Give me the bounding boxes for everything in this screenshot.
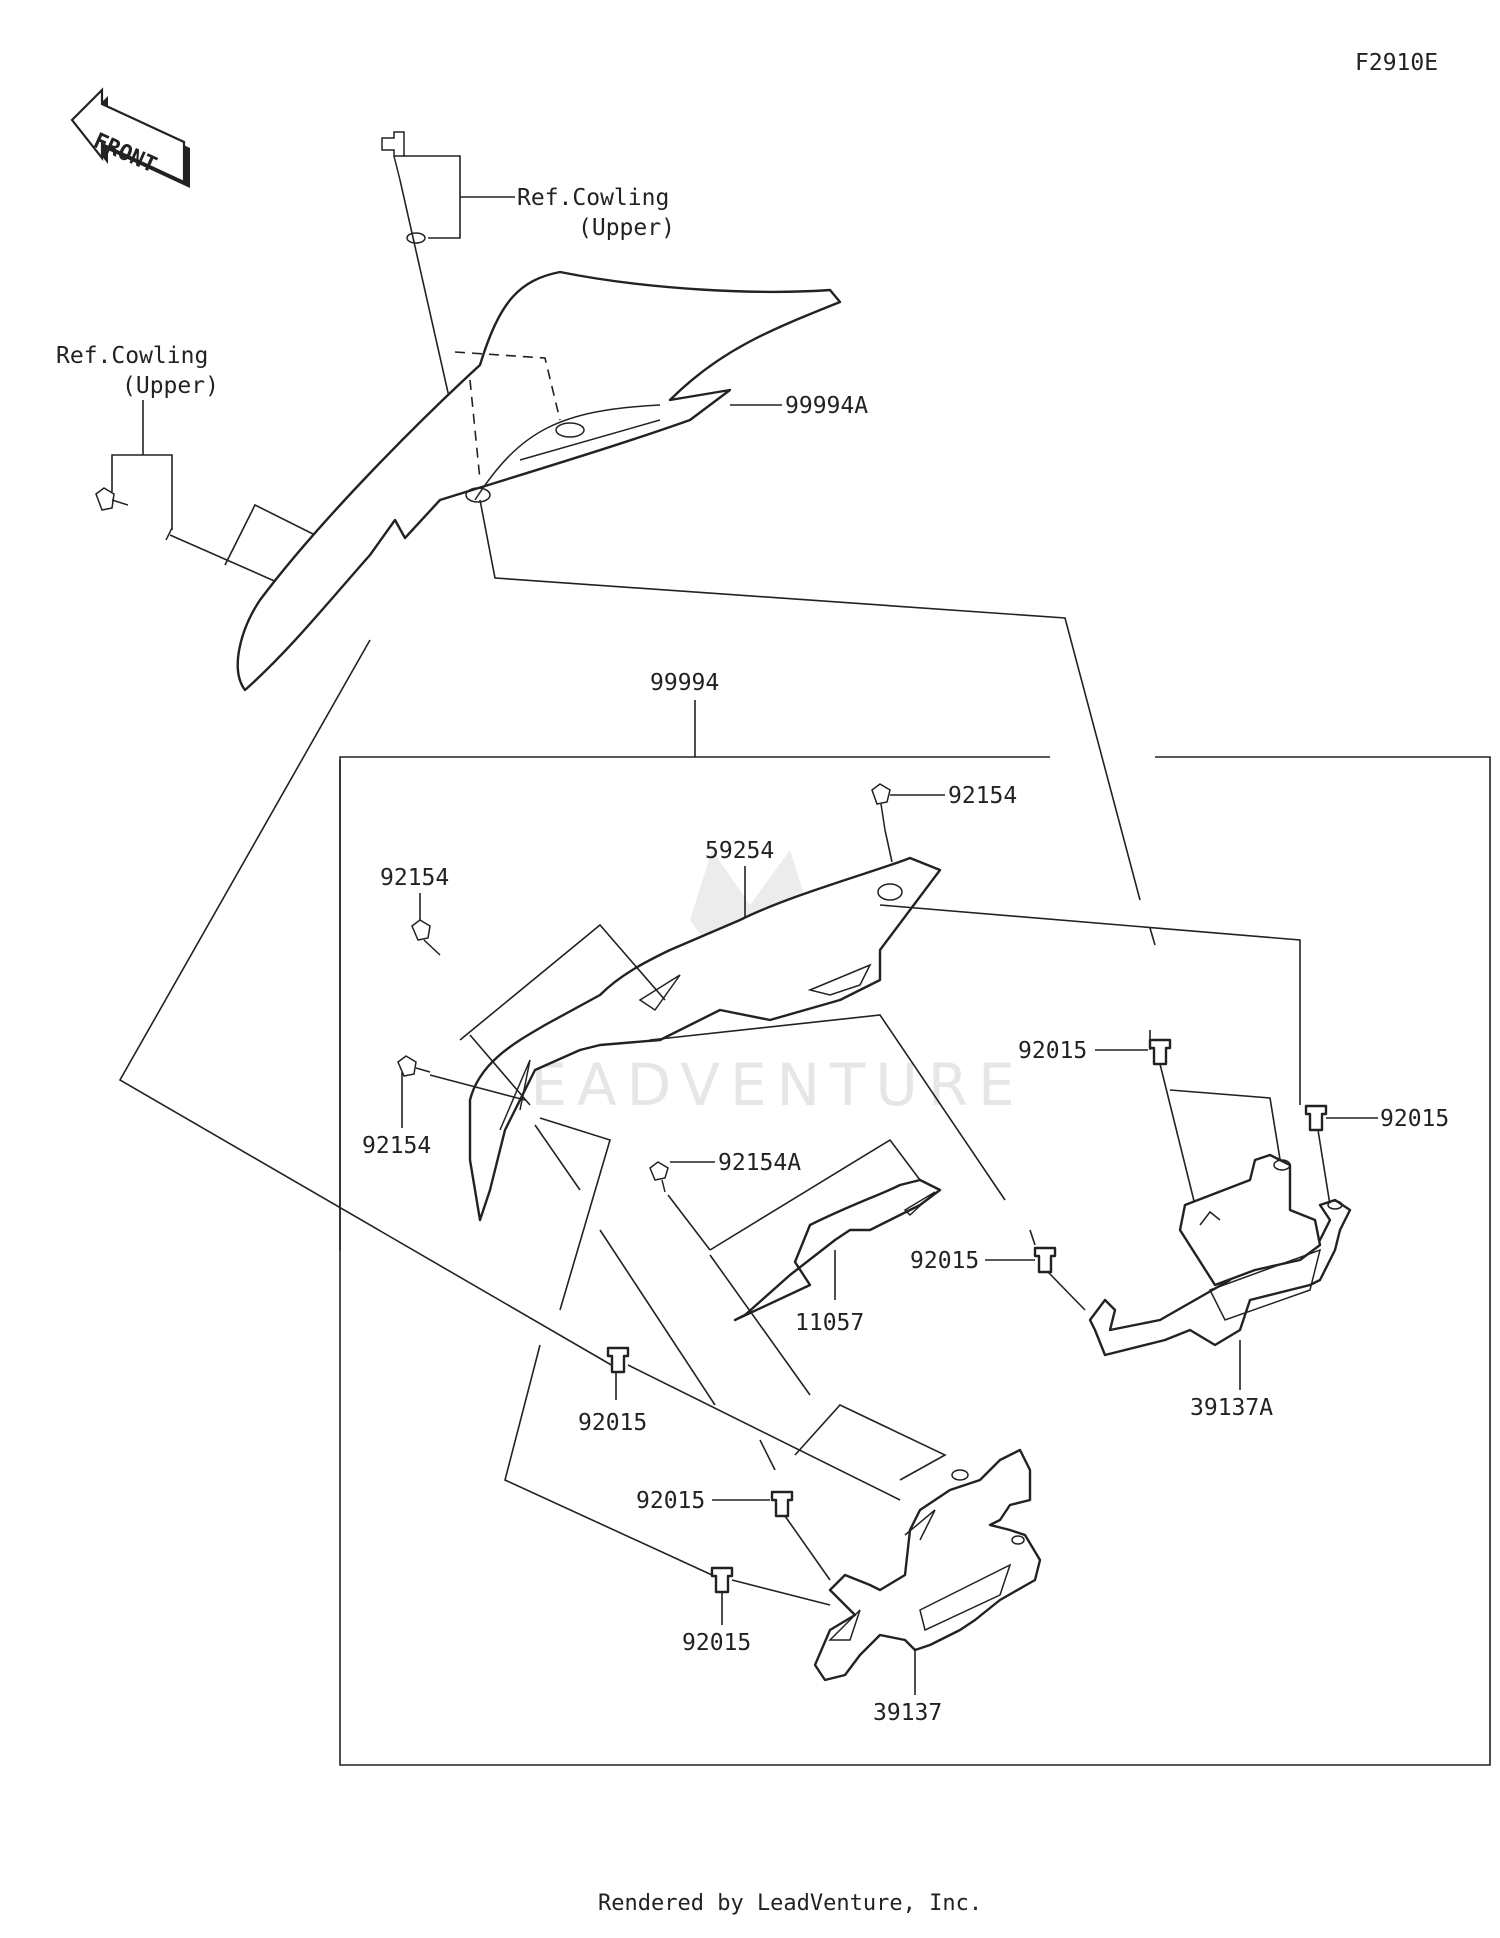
part-92154-left-upper: 92154 — [380, 865, 666, 1106]
ref-cowling-top: Ref.Cowling (Upper) — [381, 131, 675, 491]
grommet-icon — [770, 1490, 794, 1518]
label-92154-left-upper: 92154 — [380, 865, 449, 891]
grommet-icon — [710, 1566, 734, 1594]
bolt-icon — [381, 131, 405, 157]
part-92015-mid: 92015 — [910, 1229, 1086, 1311]
ref-cowling-left-line2: (Upper) — [122, 373, 219, 399]
ref-cowling-left: Ref.Cowling (Upper) — [56, 343, 346, 591]
label-92015-left-1: 92015 — [578, 1410, 647, 1436]
label-92154a: 92154A — [718, 1150, 801, 1176]
screw-icon — [411, 919, 431, 941]
ref-cowling-top-line1: Ref.Cowling — [517, 185, 669, 211]
part-92015-left-1: 92015 — [578, 1346, 901, 1501]
label-92015-right-2: 92015 — [1380, 1106, 1449, 1132]
washer-icon — [165, 527, 173, 541]
label-99994a: 99994A — [785, 393, 868, 419]
part-99994a: 99994A — [236, 270, 868, 692]
screw-icon — [871, 783, 891, 805]
label-92015-left-3: 92015 — [682, 1630, 751, 1656]
label-92154-left-lower: 92154 — [362, 1133, 431, 1159]
part-92154a: 92154A — [649, 1150, 801, 1251]
ref-cowling-left-line1: Ref.Cowling — [56, 343, 208, 369]
part-39137a: 39137A — [1088, 1089, 1352, 1421]
part-92154-top: 92154 — [871, 783, 1017, 863]
front-arrow-icon: FRONT — [70, 87, 190, 188]
label-99994: 99994 — [650, 670, 719, 696]
diagram-code: F2910E — [1355, 50, 1438, 76]
part-92015-left-3: 92015 — [504, 1344, 831, 1656]
label-39137: 39137 — [873, 1700, 942, 1726]
grommet-icon — [606, 1346, 630, 1374]
screw-icon — [397, 1055, 417, 1077]
part-92015-right-2: 92015 — [879, 904, 1449, 1206]
part-92015-right-1: 92015 — [1018, 1030, 1196, 1206]
label-59254: 59254 — [705, 838, 774, 864]
label-92015-mid: 92015 — [910, 1248, 979, 1274]
part-92154-left-lower: 92154 — [362, 1055, 526, 1159]
part-39137: 39137 — [794, 1404, 1042, 1726]
footer-credit: Rendered by LeadVenture, Inc. — [598, 1891, 982, 1916]
part-59254: 59254 — [468, 838, 942, 1222]
washer-icon — [406, 232, 426, 244]
label-92154-top: 92154 — [948, 783, 1017, 809]
grommet-icon — [1304, 1104, 1328, 1132]
part-11057: 11057 — [709, 1138, 942, 1396]
label-39137a: 39137A — [1190, 1395, 1273, 1421]
label-92015-left-2: 92015 — [636, 1488, 705, 1514]
grommet-icon — [1148, 1038, 1172, 1066]
kit-99994: 99994 — [339, 670, 1491, 1766]
label-92015-right-1: 92015 — [1018, 1038, 1087, 1064]
part-92015-left-2: 92015 — [636, 1439, 831, 1581]
ref-cowling-top-line2: (Upper) — [578, 215, 675, 241]
label-11057: 11057 — [795, 1310, 864, 1336]
grommet-icon — [1033, 1246, 1057, 1274]
screw-icon — [649, 1161, 669, 1181]
